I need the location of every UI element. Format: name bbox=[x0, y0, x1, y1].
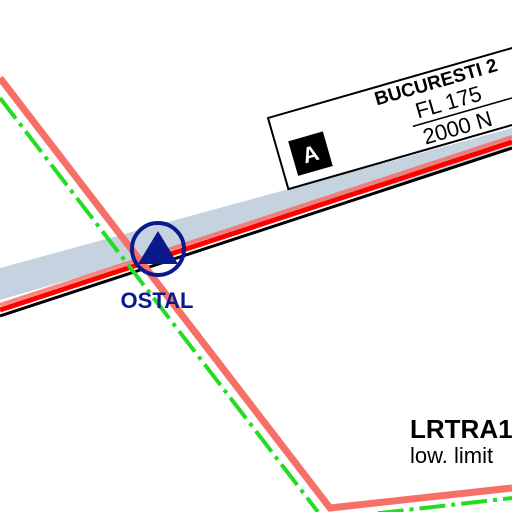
sector-class-label: A bbox=[300, 140, 322, 168]
airway-boundary-salmon bbox=[0, 135, 512, 307]
restricted-area-boundary-dashed bbox=[0, 96, 320, 512]
restricted-area-name: LRTRA1 bbox=[410, 414, 512, 444]
airway-line bbox=[0, 146, 512, 318]
sector-class-badge bbox=[288, 131, 333, 176]
airway-boundary-red bbox=[0, 139, 512, 313]
waypoint-ring bbox=[130, 221, 186, 277]
restricted-area-boundary-dashed-bottom bbox=[371, 496, 512, 512]
airway-band bbox=[0, 128, 512, 300]
sector-box-frame bbox=[266, 34, 512, 191]
triangle-in-circle-icon bbox=[138, 231, 178, 264]
restricted-area-boundary bbox=[0, 75, 512, 512]
waypoint-name: OSTAL bbox=[121, 288, 194, 313]
restricted-area-lower-limit: low. limit bbox=[410, 443, 493, 468]
sector-limit-divider bbox=[412, 80, 512, 128]
waypoint-ostal[interactable]: OSTAL bbox=[121, 221, 194, 313]
